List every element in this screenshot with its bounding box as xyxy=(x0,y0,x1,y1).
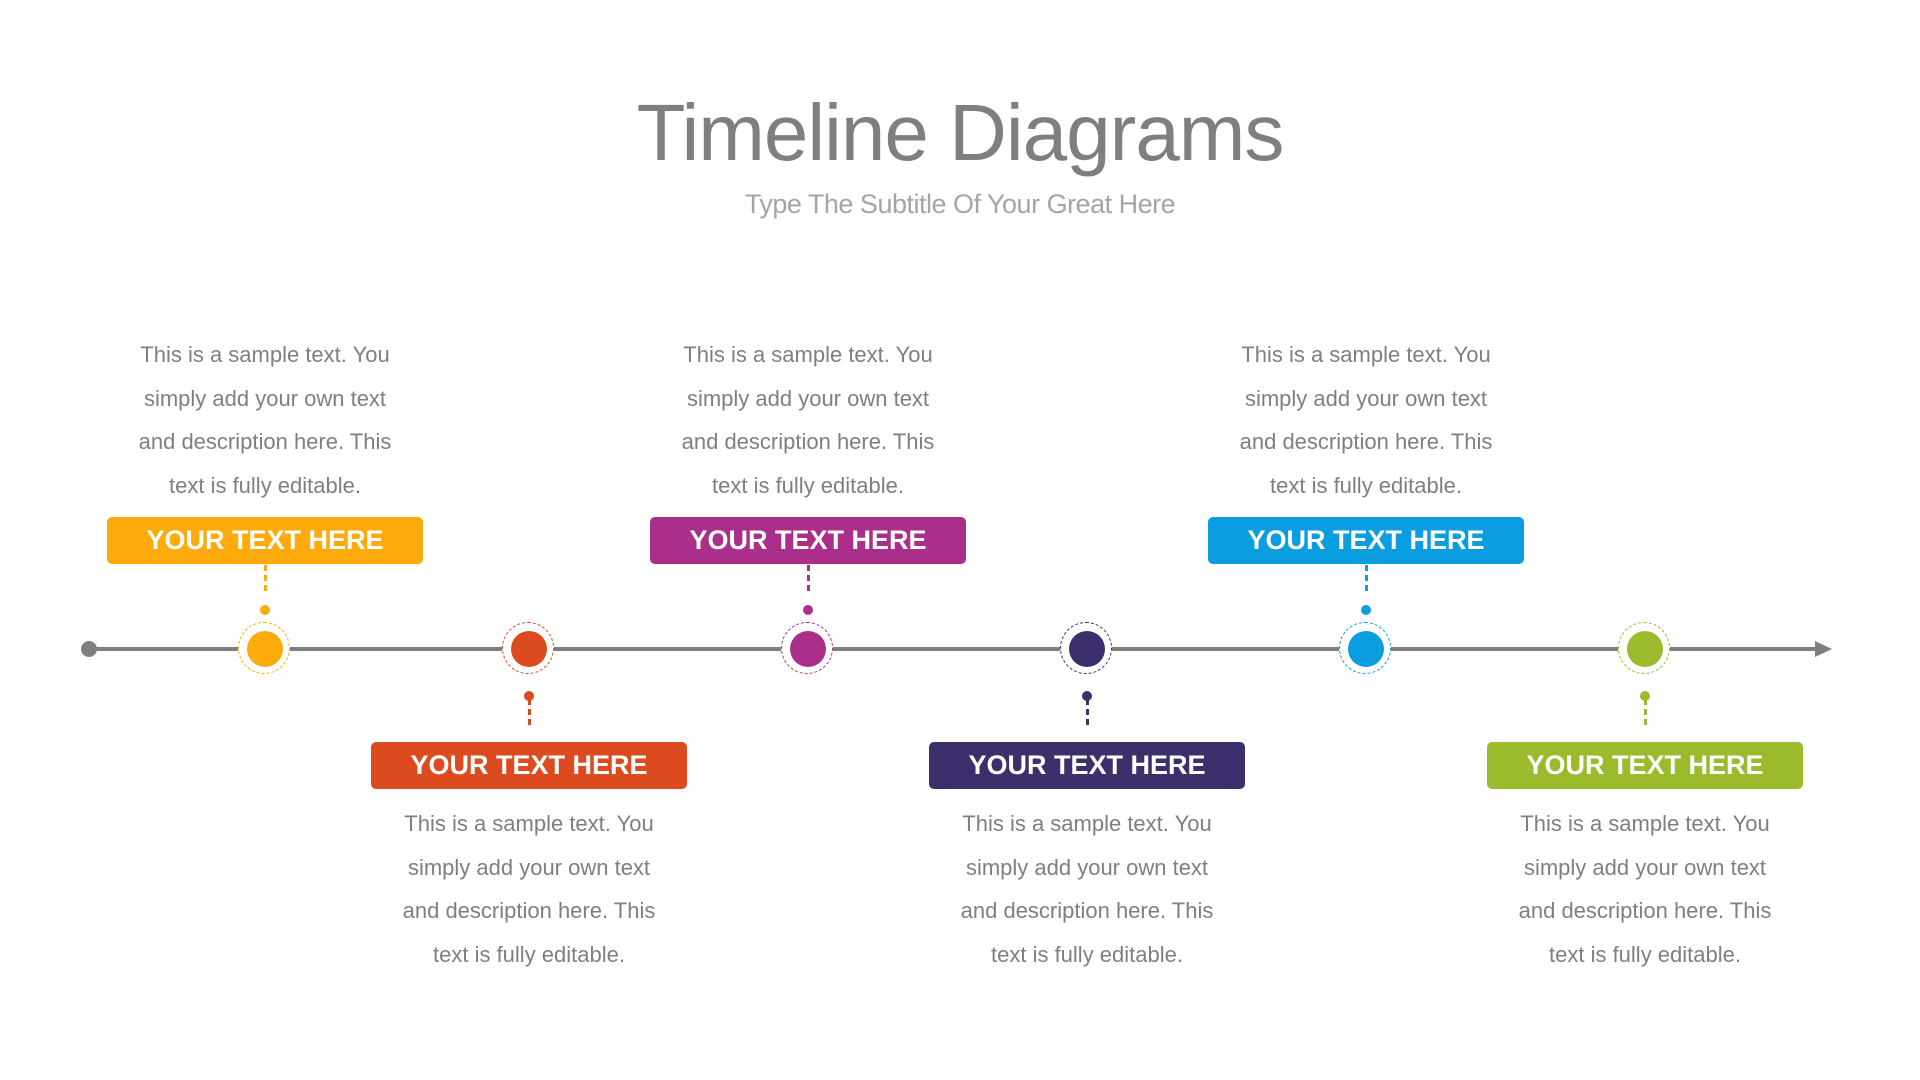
timeline-arrow-icon xyxy=(1815,641,1832,657)
description-line: and description here. This xyxy=(1239,429,1493,454)
milestone-1-description: This is a sample text. You simply add yo… xyxy=(105,333,425,507)
milestone-4-label[interactable]: YOUR TEXT HERE xyxy=(929,742,1245,789)
description-line: This is a sample text. You xyxy=(404,811,654,836)
connector-dashed xyxy=(1085,699,1089,725)
milestone-dot-icon xyxy=(1348,631,1384,667)
description-line: This is a sample text. You xyxy=(1520,811,1770,836)
timeline-start-dot-icon xyxy=(81,641,97,657)
pin-dot-icon xyxy=(1082,691,1092,701)
description-line: simply add your own text xyxy=(686,385,930,411)
description-line: simply add your own text xyxy=(143,385,387,411)
connector-dashed xyxy=(806,565,810,591)
connector-dashed xyxy=(527,699,531,725)
description-line: and description here. This xyxy=(138,429,392,454)
milestone-6-description: This is a sample text. You simply add yo… xyxy=(1485,802,1805,976)
description-line: This is a sample text. You xyxy=(140,342,390,367)
milestone-dot-icon xyxy=(1627,631,1663,667)
description-line: and description here. This xyxy=(681,429,935,454)
description-line: text is fully editable. xyxy=(1549,941,1741,967)
milestone-dot-icon xyxy=(790,631,826,667)
description-line: simply add your own text xyxy=(965,854,1209,880)
pin-dot-icon xyxy=(1640,691,1650,701)
description-line: This is a sample text. You xyxy=(962,811,1212,836)
description-line: text is fully editable. xyxy=(1270,472,1462,498)
description-line: text is fully editable. xyxy=(991,941,1183,967)
milestone-5-description: This is a sample text. You simply add yo… xyxy=(1206,333,1526,507)
connector-dashed xyxy=(1643,699,1647,725)
description-line: and description here. This xyxy=(1518,898,1772,923)
description-line: This is a sample text. You xyxy=(1241,342,1491,367)
timeline-axis xyxy=(89,647,1825,651)
pin-dot-icon xyxy=(803,605,813,615)
connector-dashed xyxy=(263,565,267,591)
milestone-dot-icon xyxy=(1069,631,1105,667)
pin-dot-icon xyxy=(524,691,534,701)
pin-dot-icon xyxy=(1361,605,1371,615)
description-line: simply add your own text xyxy=(407,854,651,880)
milestone-6-label[interactable]: YOUR TEXT HERE xyxy=(1487,742,1803,789)
page-title: Timeline Diagrams xyxy=(636,88,1285,177)
page-subtitle: Type The Subtitle Of Your Great Here xyxy=(744,189,1176,219)
milestone-2-label[interactable]: YOUR TEXT HERE xyxy=(371,742,687,789)
milestone-dot-icon xyxy=(511,631,547,667)
milestone-1-label[interactable]: YOUR TEXT HERE xyxy=(107,517,423,564)
milestone-2-description: This is a sample text. You simply add yo… xyxy=(369,802,689,976)
milestone-4-description: This is a sample text. You simply add yo… xyxy=(927,802,1247,976)
description-line: This is a sample text. You xyxy=(683,342,933,367)
connector-dashed xyxy=(1364,565,1368,591)
description-line: text is fully editable. xyxy=(433,941,625,967)
description-line: simply add your own text xyxy=(1523,854,1767,880)
milestone-3-description: This is a sample text. You simply add yo… xyxy=(648,333,968,507)
milestone-5-label[interactable]: YOUR TEXT HERE xyxy=(1208,517,1524,564)
description-line: and description here. This xyxy=(402,898,656,923)
milestone-dot-icon xyxy=(247,631,283,667)
milestone-3-label[interactable]: YOUR TEXT HERE xyxy=(650,517,966,564)
description-line: text is fully editable. xyxy=(169,472,361,498)
description-line: simply add your own text xyxy=(1244,385,1488,411)
pin-dot-icon xyxy=(260,605,270,615)
description-line: text is fully editable. xyxy=(712,472,904,498)
description-line: and description here. This xyxy=(960,898,1214,923)
